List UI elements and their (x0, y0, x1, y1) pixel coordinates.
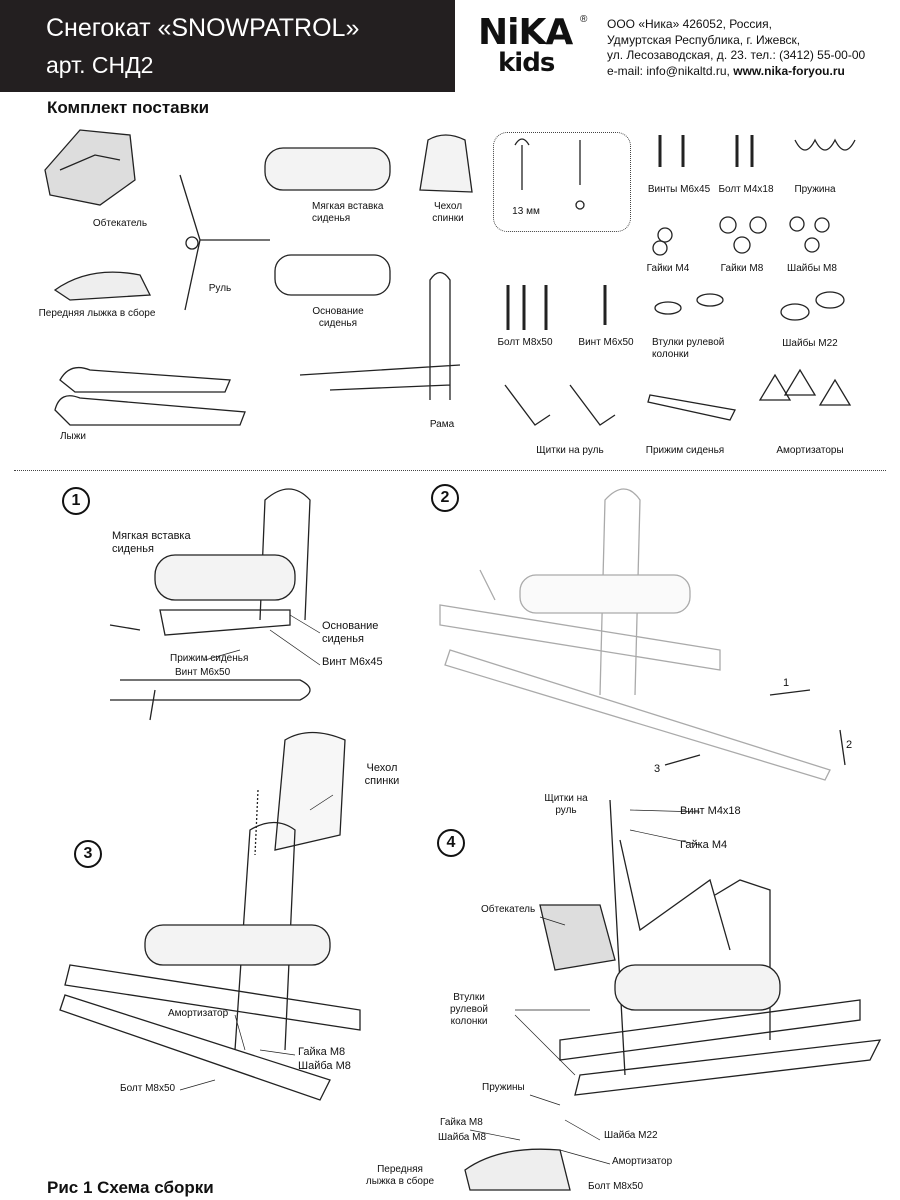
title-banner: Снегокат «SNOWPATROL» арт. СНД2 (0, 0, 455, 92)
tools-box (493, 132, 631, 232)
part-label: Винты М6х45 (647, 184, 711, 195)
logo-text: NiKA (478, 12, 573, 53)
step-label: Амортизатор (612, 1156, 673, 1167)
logo-subtext: kids (498, 48, 555, 78)
part-label: Втулки рулевой колонки (652, 337, 725, 360)
part-label: Пружина (794, 184, 836, 195)
section-divider (14, 470, 886, 471)
part-label: Шайбы М8 (787, 263, 837, 274)
arrow-label: 2 (846, 739, 853, 751)
step-label: Шайба М8 (298, 1060, 351, 1072)
wrench-drawing (514, 138, 530, 190)
bushings-drawing (654, 291, 845, 321)
part-label: Лыжи (59, 431, 87, 442)
step-number: 4 (437, 829, 465, 857)
step-number: 1 (62, 487, 90, 515)
long-bolts-drawing (506, 285, 607, 330)
contact-line: e-mail: info@nikaltd.ru, www.nika-foryou… (607, 64, 865, 80)
seat-base-drawing (274, 254, 391, 296)
part-label: Гайки М8 (720, 263, 764, 274)
part-label: Рама (429, 419, 455, 430)
leader-lines (179, 614, 701, 1165)
part-label: Болт М8х50 (497, 337, 553, 348)
step-label: Чехол спинки (364, 762, 400, 787)
step-label: Гайка М4 (680, 839, 728, 851)
part-label: Щитки на руль (536, 445, 604, 456)
step-label: Втулки рулевой колонки (450, 992, 488, 1027)
part-label: Амортизаторы (776, 445, 844, 456)
part-label: Основание сиденья (312, 306, 364, 329)
arrow-label: 3 (654, 763, 661, 775)
email[interactable]: e-mail: info@nikaltd.ru, (607, 63, 730, 78)
step-label: Винт М6х45 (322, 656, 383, 668)
address-line: ООО «Ника» 426052, Россия, (607, 17, 772, 31)
front-ski-drawing (53, 271, 152, 301)
step-label: Винт М4х18 (680, 805, 741, 817)
company-address: ООО «Ника» 426052, Россия, Удмуртская Ре… (607, 17, 865, 79)
bolts-drawing (658, 135, 754, 167)
article-number: арт. СНД2 (46, 52, 154, 78)
step-label: Основание сиденья (322, 620, 379, 645)
part-label: Передняя лыжка в сборе (38, 308, 156, 319)
part-label: Винт М6х50 (578, 337, 634, 348)
part-label: Мягкая вставка сиденья (312, 201, 384, 224)
part-label: Прижим сиденья (645, 445, 725, 456)
step-label: Амортизатор (168, 1008, 229, 1019)
part-label: Гайки М4 (646, 263, 690, 274)
step-label: Гайка М8 (298, 1046, 346, 1058)
step4-drawing (464, 799, 882, 1191)
part-label: Болт М4х18 (718, 184, 774, 195)
screwdriver-drawing (575, 140, 585, 210)
skis-drawing (54, 366, 246, 426)
step-label: Гайка М8 (440, 1117, 483, 1128)
step-label: Винт М6х50 (175, 667, 231, 678)
registered-mark: ® (580, 14, 588, 25)
spring-drawing (794, 138, 856, 151)
part-label: Шайбы М22 (782, 338, 838, 349)
step-label: Передняя лыжка в сборе (365, 1164, 435, 1187)
part-label: Чехол спинки (432, 201, 464, 224)
step3-drawing (59, 731, 361, 1101)
guards-drawing (504, 368, 852, 426)
step1-drawing (109, 488, 311, 721)
seat-insert-drawing (264, 147, 391, 191)
step-label: Прижим сиденья (170, 653, 249, 664)
arrow-label: 1 (783, 677, 790, 689)
step-label: Болт М8х50 (588, 1181, 644, 1192)
part-label: Обтекатель (92, 218, 148, 229)
step-number: 2 (431, 484, 459, 512)
step-label: Шайба М22 (604, 1130, 658, 1141)
step-label: Пружины (482, 1082, 525, 1093)
step-label: Щитки на руль (544, 793, 588, 816)
nuts-drawing (652, 216, 830, 256)
step-label: Болт М8х50 (120, 1083, 176, 1094)
step-label: Мягкая вставка сиденья (112, 530, 191, 555)
address-line: ул. Лесозаводская, д. 23. тел.: (3412) 5… (607, 48, 866, 62)
product-title: Снегокат «SNOWPATROL» (46, 14, 360, 42)
step-label: Обтекатель (481, 904, 536, 915)
figure-caption: Рис 1 Схема сборки (47, 1178, 214, 1197)
step2-drawing (439, 488, 831, 781)
step-label: Шайба М8 (438, 1132, 487, 1143)
back-cover-drawing (419, 134, 473, 193)
address-line: Удмуртская Республика, г. Ижевск, (607, 32, 801, 47)
website-link[interactable]: www.nika-foryou.ru (733, 63, 845, 78)
part-label: 13 мм (512, 206, 540, 217)
handlebar-drawing (179, 174, 270, 311)
frame-drawing (299, 271, 461, 400)
motion-arrows (664, 689, 846, 766)
fairing-drawing (44, 129, 136, 206)
step-number: 3 (74, 840, 102, 868)
part-label: Руль (208, 283, 232, 294)
kit-heading: Комплект поставки (47, 98, 210, 117)
